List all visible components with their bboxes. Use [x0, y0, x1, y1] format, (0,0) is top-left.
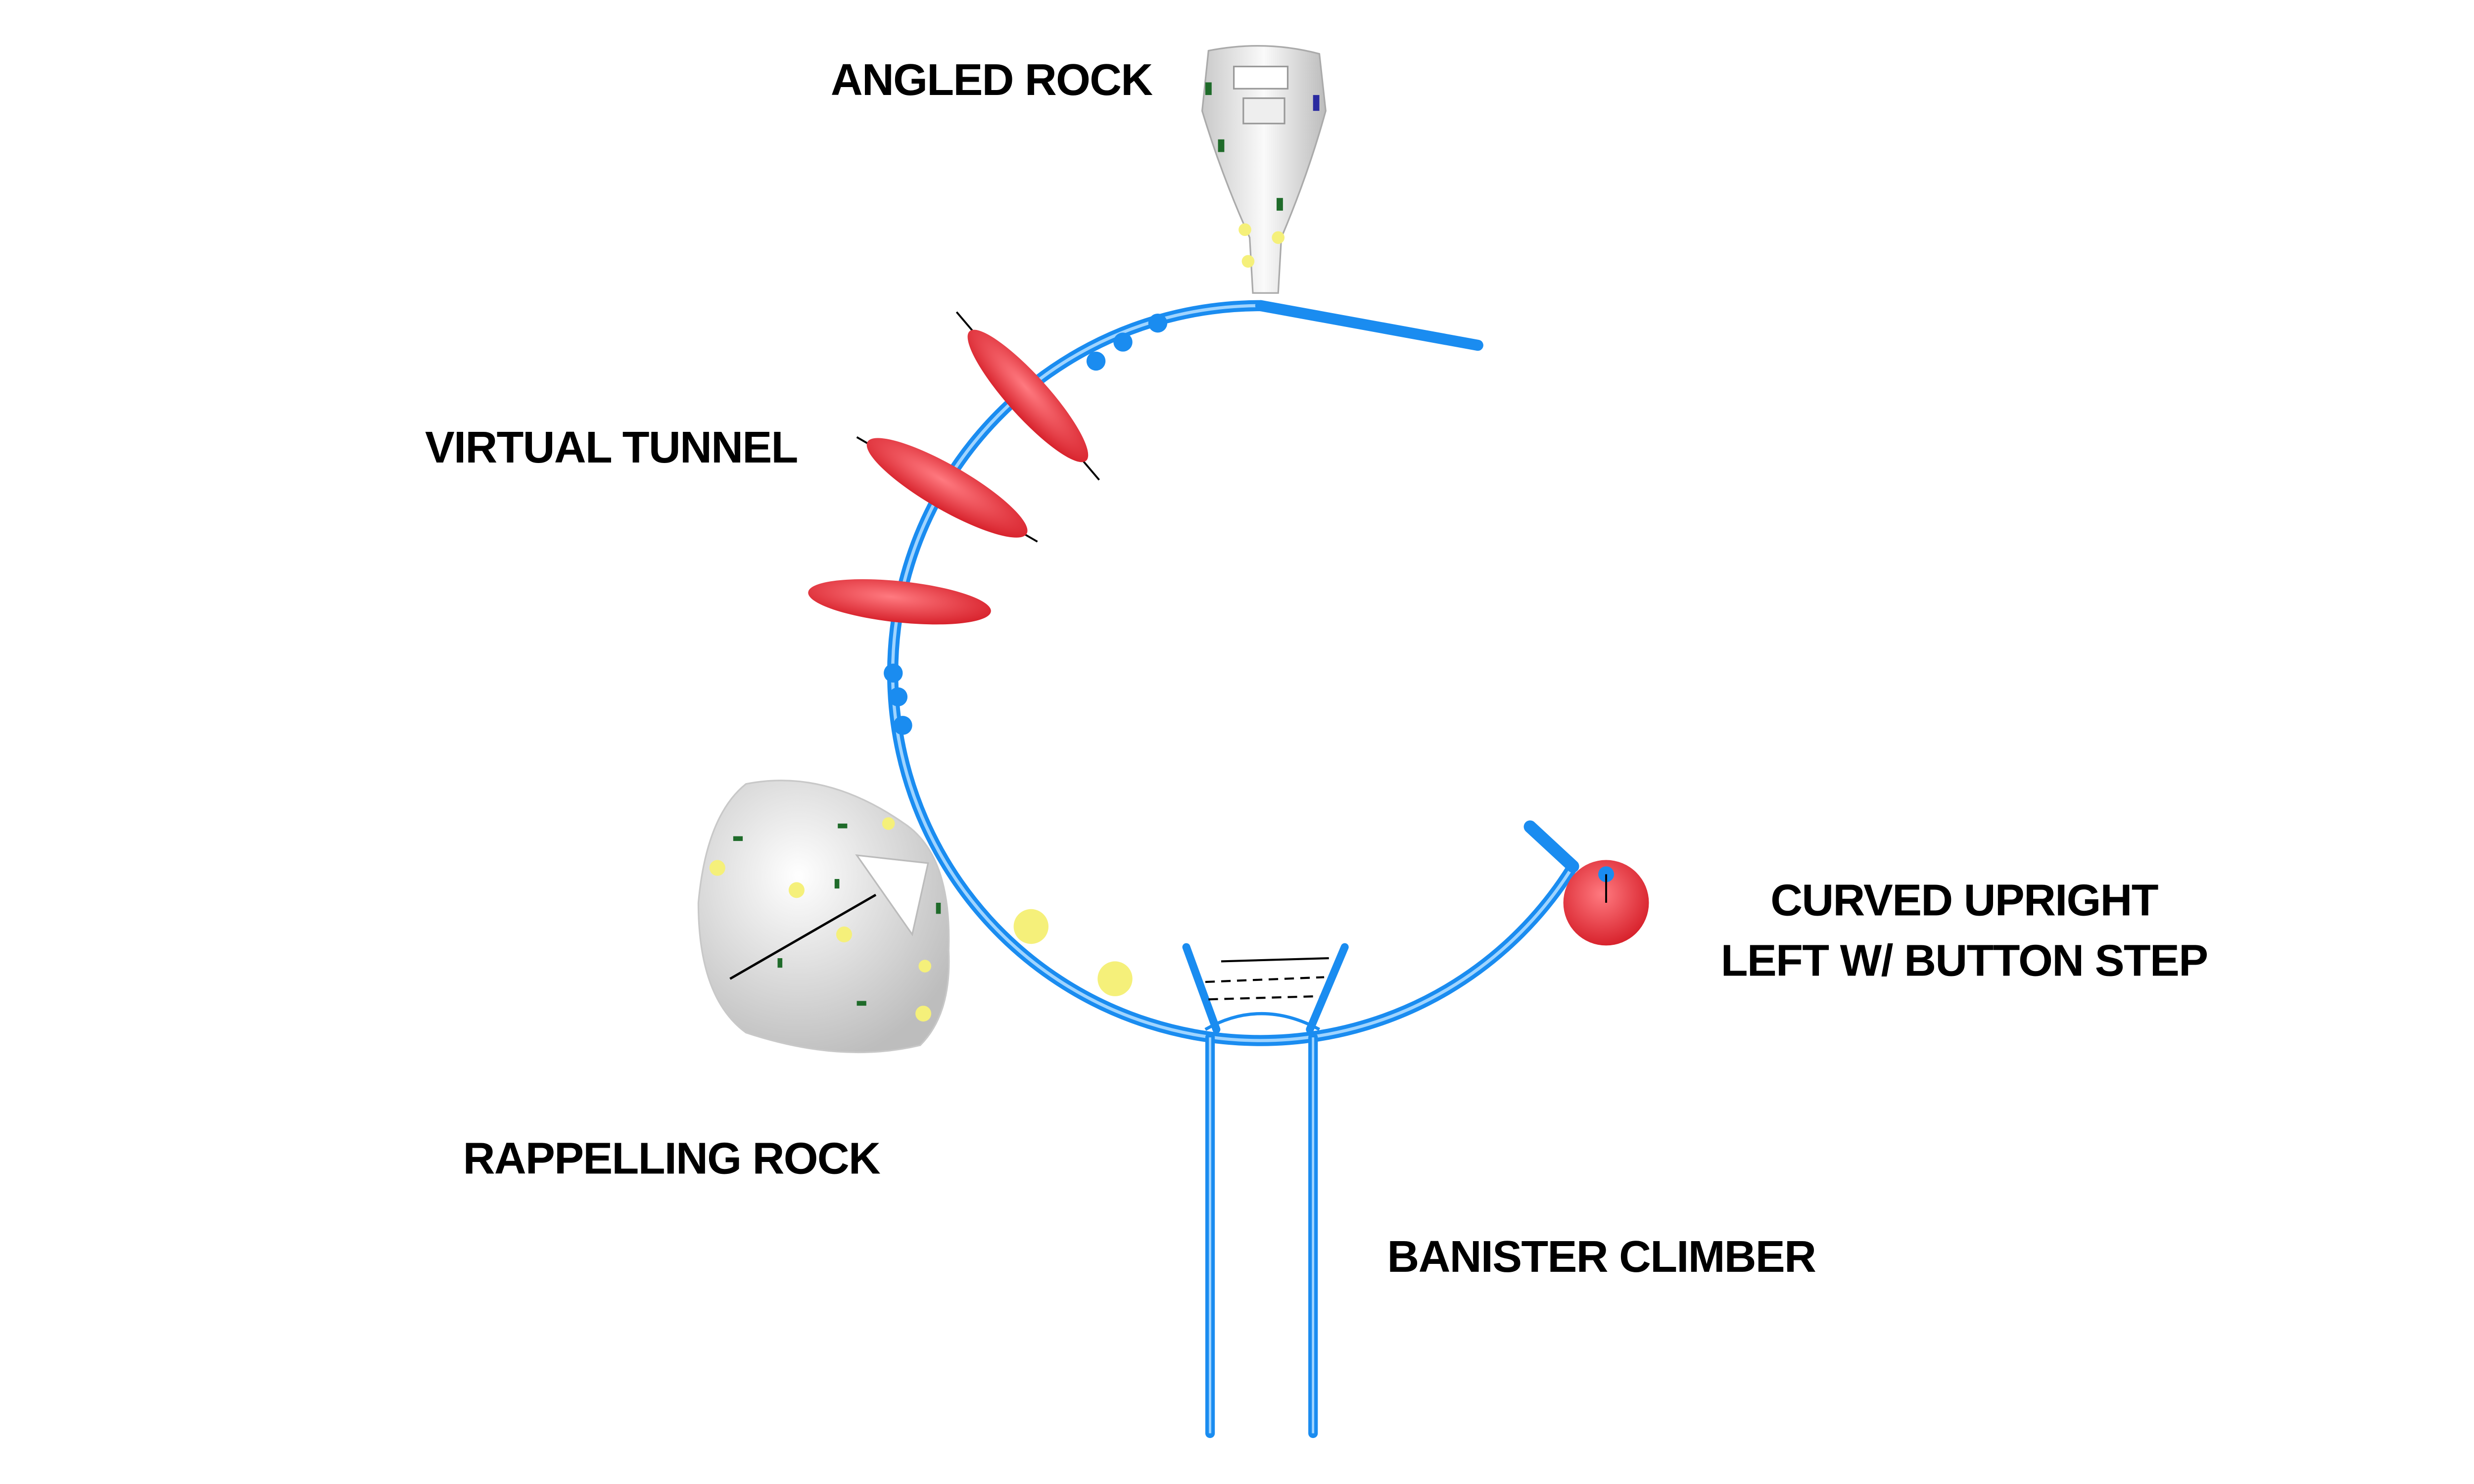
- curved-pipe: [887, 300, 1579, 1046]
- yellow-hold: [1013, 909, 1048, 944]
- virtual-tunnel: [808, 311, 1100, 625]
- button-step: [1563, 860, 1649, 946]
- label-curved-upright-2: LEFT W/ BUTTON STEP: [1721, 935, 2208, 985]
- pipe-holds: [884, 313, 1168, 735]
- yellow-hold: [1097, 961, 1133, 996]
- label-angled-rock: ANGLED ROCK: [831, 55, 1152, 104]
- label-rappelling-rock: RAPPELLING ROCK: [463, 1133, 880, 1183]
- rappelling-rock: [697, 780, 950, 1054]
- banister-climber: [1182, 943, 1349, 1438]
- label-banister-climber: BANISTER CLIMBER: [1387, 1232, 1816, 1281]
- angled-rock: [1201, 45, 1327, 294]
- label-virtual-tunnel: VIRTUAL TUNNEL: [425, 422, 798, 472]
- label-curved-upright-1: CURVED UPRIGHT: [1770, 876, 2158, 925]
